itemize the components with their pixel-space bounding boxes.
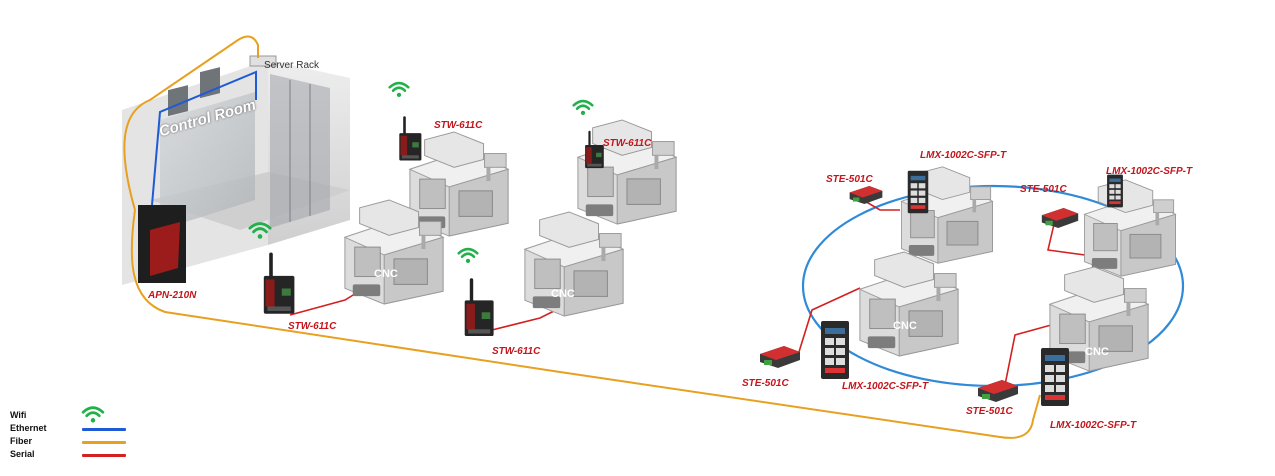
legend-fiber: Fiber <box>10 436 130 448</box>
ste-label: STE-501C <box>966 406 1013 417</box>
control-room-building <box>122 55 350 285</box>
ste-label: STE-501C <box>1020 184 1067 195</box>
fiber-link <box>123 35 1041 439</box>
legend-serial-swatch <box>82 454 126 457</box>
server-rack-label: Server Rack <box>264 60 320 71</box>
stw-label: STW-611C <box>603 138 652 149</box>
apn-label: APN-210N <box>148 290 197 301</box>
stw-label: STW-611C <box>434 120 483 131</box>
legend-ethernet: Ethernet <box>10 423 130 435</box>
stw-label: STW-611C <box>288 321 337 332</box>
cnc-text: CNC <box>374 268 398 280</box>
stw-label: STW-611C <box>492 346 541 357</box>
cnc-text: CNC <box>551 288 575 300</box>
legend-ethernet-swatch <box>82 428 126 431</box>
legend-serial: Serial <box>10 449 130 461</box>
cnc-text: CNC <box>1085 346 1109 358</box>
legend-wifi: Wifi <box>10 410 130 422</box>
ste-label: STE-501C <box>826 174 873 185</box>
legend-serial-label: Serial <box>10 449 35 459</box>
lmx-label: LMX-1002C-SFP-T <box>842 381 929 392</box>
legend-ethernet-label: Ethernet <box>10 423 47 433</box>
lmx-label: LMX-1002C-SFP-T <box>1106 166 1193 177</box>
ethernet-link <box>151 70 257 206</box>
cnc-text: CNC <box>893 320 917 332</box>
lmx-label: LMX-1002C-SFP-T <box>1050 420 1137 431</box>
legend-fiber-label: Fiber <box>10 436 33 446</box>
legend-fiber-swatch <box>82 441 126 444</box>
lmx-label: LMX-1002C-SFP-T <box>920 150 1007 161</box>
legend-wifi-label: Wifi <box>10 410 27 420</box>
ste-label: STE-501C <box>742 378 789 389</box>
